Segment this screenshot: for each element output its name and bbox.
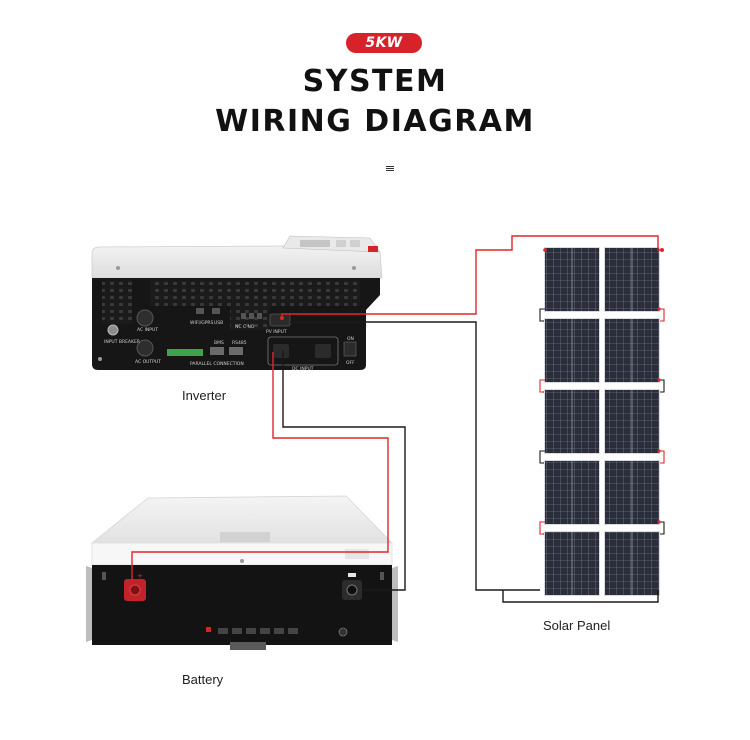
bms-label: BMS <box>214 340 224 346</box>
string-jumper-left <box>539 450 545 464</box>
solar-panel-caption: Solar Panel <box>543 618 611 633</box>
connector-dot <box>543 248 547 252</box>
power-switch: ON OFF <box>343 336 357 366</box>
wifi-gprs-label: WIFI/GPRS <box>190 320 214 326</box>
rs485-label: RS485 <box>232 340 247 346</box>
battery-negative-wire <box>282 350 406 591</box>
pv-string-return-wire <box>502 590 659 603</box>
string-jumper-left <box>539 308 545 322</box>
string-jumper-right <box>659 450 665 464</box>
pv-positive-wire <box>281 235 662 318</box>
inverter-caption: Inverter <box>182 388 227 403</box>
string-jumper-right <box>659 379 665 393</box>
input-breaker-label: INPUT BREAKER <box>104 339 140 345</box>
connector-dot <box>657 307 661 311</box>
pv-negative-wire <box>290 321 540 591</box>
string-jumper-right <box>659 521 665 535</box>
page-title-line-1: SYSTEM <box>302 64 448 99</box>
connector-dot <box>657 378 661 382</box>
string-jumper-left <box>539 521 545 535</box>
relay-contacts-label: NC C NO <box>235 324 255 330</box>
battery-caption: Battery <box>182 672 224 687</box>
battery-positive-wire <box>131 352 389 580</box>
svg-text:+: + <box>137 572 143 580</box>
dc-input-frame <box>267 336 339 366</box>
inverter-unit: AC INPUT AC OUTPUT INPUT BREAKER WIFI/GP… <box>91 235 383 372</box>
menu-lines-icon <box>386 166 394 172</box>
parallel-connection-label: PARALLEL CONNECTION <box>190 361 244 367</box>
ac-input-label: AC INPUT <box>137 327 158 333</box>
battery-unit: + <box>86 495 398 650</box>
solar-panel-array <box>539 247 665 596</box>
string-jumper-right <box>659 308 665 322</box>
switch-on-label: ON <box>347 336 354 342</box>
usb-label: USB <box>214 320 223 326</box>
switch-off-label: OFF <box>346 360 355 366</box>
battery-control-panel <box>206 627 348 650</box>
battery-negative-terminal <box>342 573 362 600</box>
parallel-terminal-block <box>167 347 243 356</box>
pv-input-label: PV INPUT <box>266 329 287 335</box>
page-title-line-2: WIRING DIAGRAM <box>215 104 535 139</box>
ac-output-label: AC OUTPUT <box>135 359 161 365</box>
power-rating-badge: 5KW <box>346 33 422 53</box>
dc-input-label: DC INPUT <box>292 366 314 372</box>
inverter-display-module <box>282 235 381 253</box>
connector-dot <box>657 449 661 453</box>
battery-positive-terminal: + <box>124 572 146 601</box>
connector-dot <box>657 520 661 524</box>
string-jumper-left <box>539 379 545 393</box>
